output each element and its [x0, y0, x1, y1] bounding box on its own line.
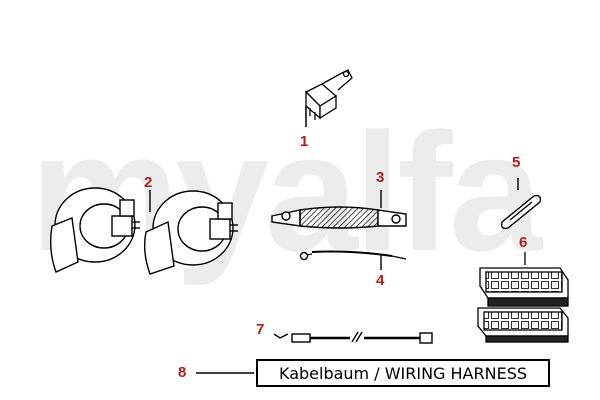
callout-7: 7: [256, 321, 265, 338]
callout-3: 3: [376, 169, 385, 186]
fuse-icon: [500, 178, 542, 230]
relay-icon: [304, 69, 353, 127]
horn-pair-icon: [49, 187, 238, 275]
braided-ground-strap-icon: [271, 190, 407, 229]
ground-cable-icon: [299, 250, 407, 270]
callout-2: 2: [144, 174, 153, 191]
callout-6: 6: [519, 234, 528, 251]
fuse-box-icon: [477, 252, 569, 343]
wiring-harness-label: Kabelbaum / WIRING HARNESS: [256, 359, 550, 387]
horn-right-icon: [143, 190, 238, 275]
callout-8: 8: [178, 364, 187, 381]
cable-icon: [273, 331, 433, 344]
horn-left-icon: [49, 187, 151, 273]
callout-4: 4: [376, 272, 385, 289]
callout-1: 1: [300, 133, 309, 150]
fuse-box-lower-icon: [477, 307, 569, 343]
fuse-box-upper-icon: [479, 267, 569, 307]
callout-5: 5: [512, 154, 521, 171]
